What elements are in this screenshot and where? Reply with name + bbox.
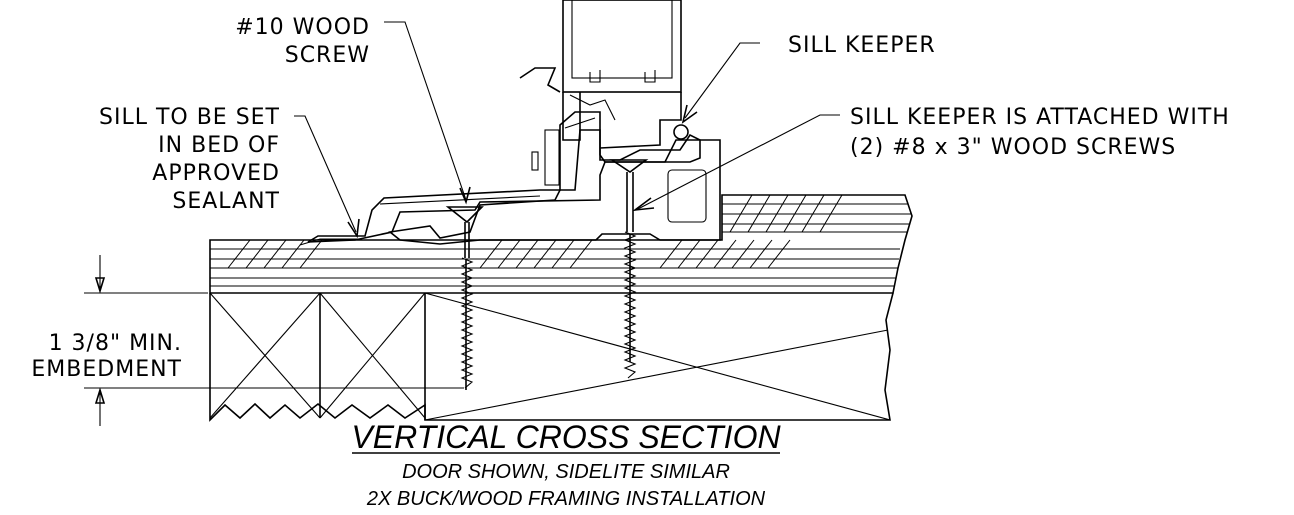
wood-screw-label-line2: SCREW [285, 43, 370, 68]
embedment-label-line2: EMBEDMENT [31, 357, 182, 382]
door-panel [519, 0, 682, 149]
sill-sealant-label-line3: APPROVED [152, 161, 280, 186]
drawing-subtitle-2: 2X BUCK/WOOD FRAMING INSTALLATION [366, 488, 766, 510]
sill-sealant-label-line4: SEALANT [172, 189, 280, 214]
drawing-subtitle-1: DOOR SHOWN, SIDELITE SIMILAR [402, 461, 730, 483]
attached-label-line1: SILL KEEPER IS ATTACHED WITH [850, 105, 1230, 130]
sill-keeper [388, 124, 721, 245]
embedment-dimension [84, 255, 464, 426]
wood-screw-label-line1: #10 WOOD [235, 15, 370, 40]
attached-label-line2: (2) #8 x 3" WOOD SCREWS [850, 135, 1176, 160]
sill-sealant-label-line1: SILL TO BE SET [99, 105, 280, 130]
wood-framing [209, 292, 894, 422]
aluminum-sill [299, 111, 701, 246]
wood-screw-10 [445, 206, 484, 390]
wood-sill-plate [209, 194, 913, 294]
embedment-label-line1: 1 3/8" MIN. [49, 331, 182, 356]
sill-keeper-label: SILL KEEPER [788, 33, 936, 58]
wood-screw-8 [609, 159, 649, 379]
leader-lines [294, 21, 840, 239]
drawing-title: VERTICAL CROSS SECTION [351, 419, 781, 455]
sill-sealant-label-line2: IN BED OF [158, 133, 280, 158]
